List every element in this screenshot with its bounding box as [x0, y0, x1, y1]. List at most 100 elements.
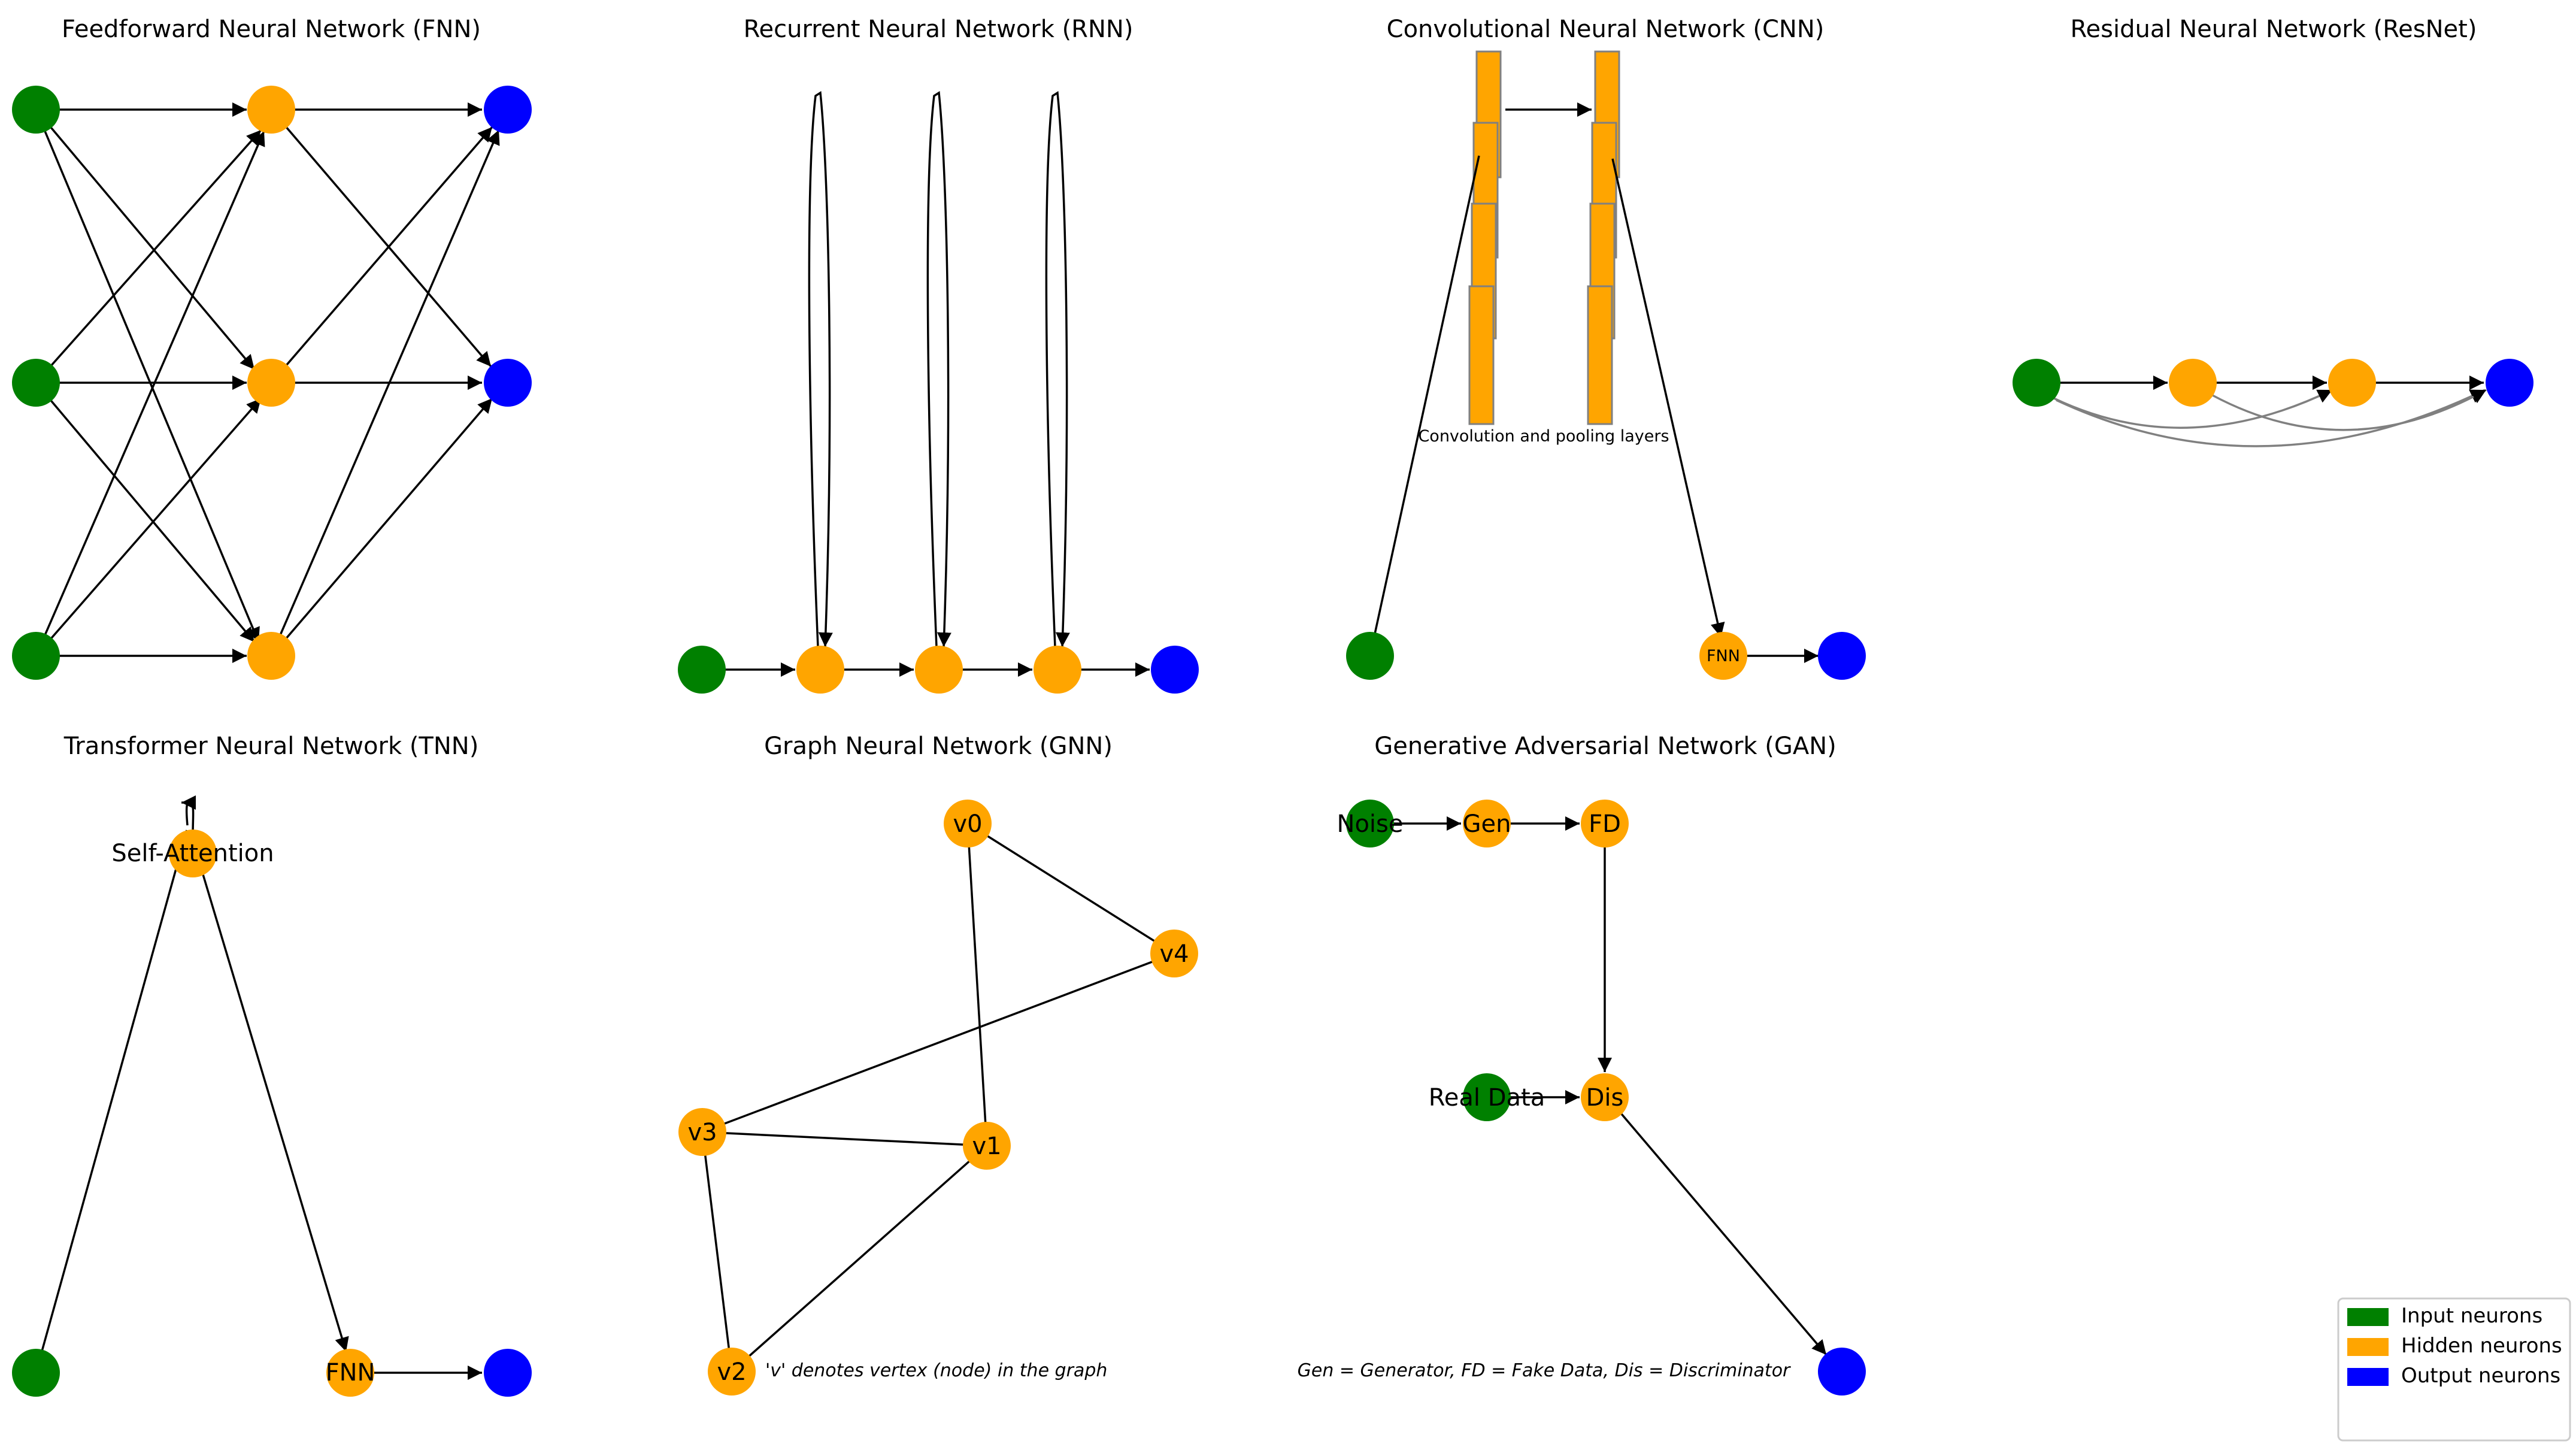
gan-noise-label: Noise — [1337, 810, 1404, 838]
rnn-hidden-node — [796, 646, 844, 694]
fnn-edge — [270, 129, 500, 656]
fnn-output-node — [484, 359, 532, 407]
resnet-input-node — [2013, 359, 2060, 407]
gnn-vertex-label: v4 — [1159, 940, 1189, 968]
rnn-hidden-node — [1034, 646, 1081, 694]
gan-generator-label: Gen — [1463, 810, 1511, 838]
fnn-edge — [35, 109, 260, 643]
gan-fake-data-label: FD — [1589, 810, 1621, 838]
fnn-input-node — [12, 86, 60, 134]
resnet-panel: Residual Neural Network (ResNet) — [2013, 16, 2533, 447]
gnn-vertex-label: v2 — [717, 1358, 746, 1386]
fnn-title: Feedforward Neural Network (FNN) — [62, 16, 481, 43]
tnn-self-attention-label: Self-Attention — [111, 840, 274, 867]
cnn-input-node — [1346, 632, 1394, 680]
legend-label-input: Input neurons — [2401, 1304, 2542, 1328]
resnet-hidden-node — [2328, 359, 2376, 407]
gan-title: Generative Adversarial Network (GAN) — [1374, 732, 1836, 760]
tnn-edge — [35, 830, 190, 1373]
gnn-vertex: v0 — [944, 800, 992, 847]
cnn-output-node — [1818, 632, 1866, 680]
gnn-vertex-label: v1 — [972, 1133, 1001, 1160]
gnn-edge — [702, 952, 1175, 1133]
tnn-panel: Transformer Neural Network (TNN) Self-At… — [12, 732, 532, 1397]
gnn-vertex: v1 — [963, 1122, 1011, 1170]
resnet-title: Residual Neural Network (ResNet) — [2071, 16, 2477, 43]
rnn-recurrent-loop — [1045, 91, 1070, 647]
fnn-hidden-node — [247, 359, 295, 407]
fnn-edges — [35, 102, 500, 663]
resnet-skip-connection — [2212, 389, 2487, 431]
fnn-edge — [35, 397, 262, 657]
gnn-vertex: v3 — [678, 1108, 726, 1156]
gan-discriminator-node — [1581, 1073, 1629, 1121]
legend-label-output: Output neurons — [2401, 1364, 2560, 1388]
tnn-self-attention-loop — [181, 802, 193, 836]
cnn-edge — [1611, 158, 1725, 638]
cnn-fnn-node — [1699, 632, 1747, 680]
rnn-input-node — [678, 646, 726, 694]
gnn-note: 'v' denotes vertex (node) in the graph — [765, 1360, 1107, 1381]
gnn-edge — [702, 1131, 987, 1147]
legend-swatch-hidden — [2347, 1338, 2389, 1356]
gan-edge — [1620, 1113, 1828, 1356]
fnn-hidden-node — [247, 86, 295, 134]
gan-noise-node — [1346, 800, 1394, 847]
cnn-edge — [1369, 155, 1480, 656]
legend-swatch-input — [2347, 1308, 2389, 1326]
rnn-hidden-node — [915, 646, 963, 694]
fnn-edge — [35, 382, 256, 643]
tnn-edge — [196, 856, 349, 1352]
fnn-output-node — [484, 86, 532, 134]
cnn-layer-stack — [1468, 50, 1620, 425]
fnn-edge — [270, 397, 493, 657]
gnn-edge — [701, 1131, 733, 1372]
gnn-title: Graph Neural Network (GNN) — [764, 732, 1113, 760]
resnet-output-node — [2486, 359, 2533, 407]
gnn-edge — [967, 822, 1175, 955]
tnn-output-node — [484, 1349, 532, 1397]
legend: Input neurons Hidden neurons Output neur… — [2337, 1297, 2571, 1442]
gnn-vertex-label: v0 — [953, 810, 982, 838]
cnn-title: Convolutional Neural Network (CNN) — [1387, 16, 1825, 43]
resnet-skip-connection — [2053, 389, 2333, 429]
fnn-edge — [270, 108, 492, 368]
gnn-edge — [731, 1145, 988, 1373]
gnn-panel: Graph Neural Network (GNN) v0 v1 v2 v3 — [678, 732, 1198, 1396]
gan-real-data-label: Real Data — [1429, 1084, 1545, 1112]
gnn-edge — [966, 823, 988, 1146]
gnn-vertex-label: v3 — [687, 1119, 717, 1146]
fnn-edge — [35, 131, 265, 656]
fnn-edge — [270, 126, 493, 384]
cnn-layers-caption: Convolution and pooling layers — [1418, 427, 1669, 446]
gnn-vertex: v4 — [1150, 930, 1198, 977]
fnn-edge — [35, 129, 262, 384]
tnn-title: Transformer Neural Network (TNN) — [63, 732, 479, 760]
gan-real-data-node — [1463, 1073, 1511, 1121]
tnn-self-attention-node — [169, 830, 217, 877]
gan-output-node — [1818, 1348, 1866, 1396]
resnet-skip-connection — [2056, 389, 2486, 447]
tnn-input-node — [12, 1349, 60, 1397]
cnn-panel: Convolutional Neural Network (CNN) Convo… — [1346, 16, 1866, 680]
tnn-fnn-node — [326, 1349, 374, 1397]
gnn-vertex: v2 — [708, 1348, 756, 1396]
legend-label-hidden: Hidden neurons — [2401, 1334, 2562, 1358]
rnn-title: Recurrent Neural Network (RNN) — [744, 16, 1134, 43]
cnn-fnn-label: FNN — [1707, 647, 1740, 665]
fnn-input-node — [12, 632, 60, 680]
rnn-recurrent-loop — [926, 91, 951, 647]
rnn-panel: Recurrent Neural Network (RNN) — [678, 16, 1199, 694]
gan-generator-node — [1463, 800, 1511, 847]
gan-panel: Generative Adversarial Network (GAN) Noi… — [1298, 732, 1866, 1396]
gan-discriminator-label: Dis — [1586, 1084, 1624, 1112]
cnn-feature-map — [1587, 285, 1613, 425]
gan-note: Gen = Generator, FD = Fake Data, Dis = D… — [1298, 1360, 1791, 1381]
fnn-input-node — [12, 359, 60, 407]
resnet-hidden-node — [2169, 359, 2217, 407]
cnn-feature-map — [1468, 285, 1495, 425]
legend-swatch-output — [2347, 1368, 2389, 1386]
rnn-recurrent-loop — [808, 91, 833, 647]
gan-fake-data-node — [1581, 800, 1629, 847]
